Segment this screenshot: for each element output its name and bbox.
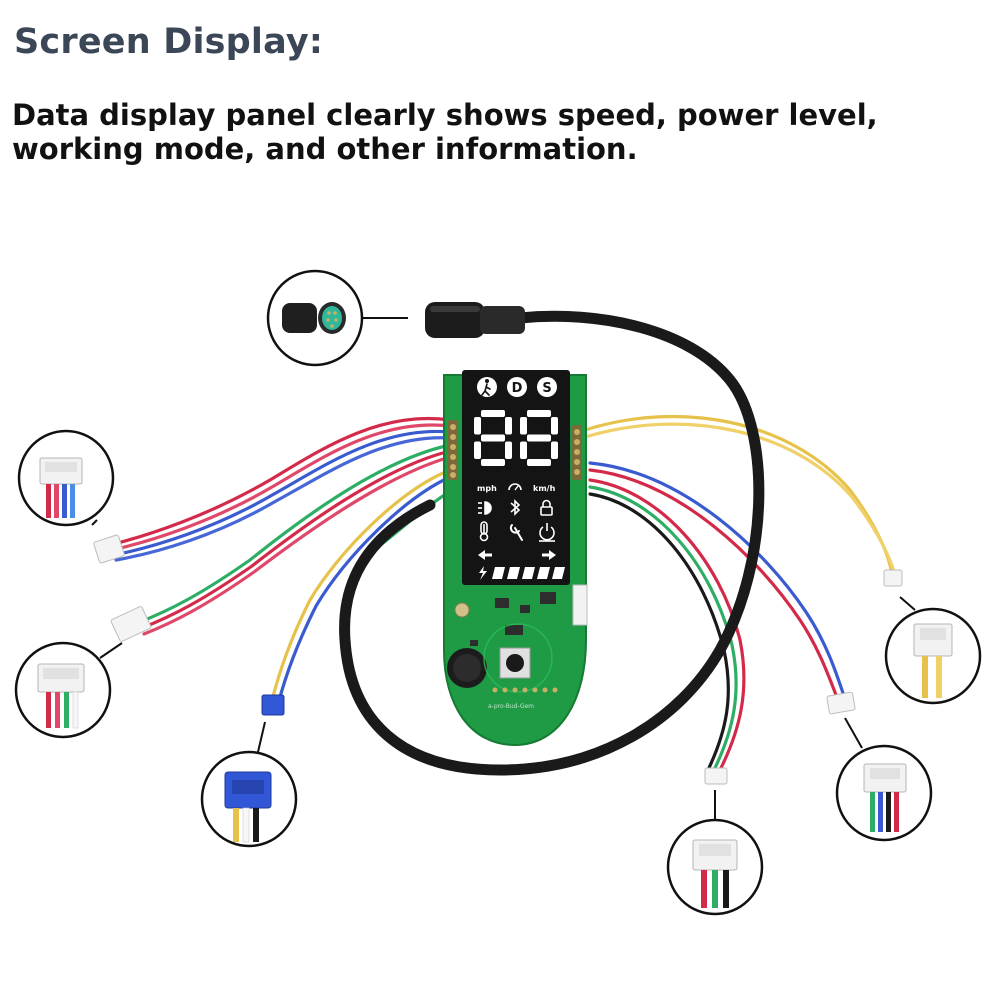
battery-level bbox=[492, 567, 565, 579]
battery-segment bbox=[537, 567, 550, 579]
speedometer-icon bbox=[508, 483, 522, 491]
digit-segment bbox=[481, 459, 505, 466]
digit-segment bbox=[474, 441, 481, 459]
digit-segment bbox=[520, 441, 527, 459]
headlight-icon bbox=[478, 501, 492, 515]
digit-segment bbox=[481, 410, 505, 417]
unit-kmh-label: km/h bbox=[533, 484, 556, 493]
mode-d-label: D bbox=[512, 381, 523, 396]
detail-circle-blue-connector bbox=[200, 750, 298, 848]
cable-connector bbox=[425, 302, 525, 338]
digit-segment bbox=[527, 410, 551, 417]
lcd-display: D S mph km/h bbox=[462, 370, 570, 585]
battery-segment bbox=[522, 567, 535, 579]
temperature-icon bbox=[479, 521, 489, 542]
mode-d-icon: D bbox=[507, 377, 527, 397]
lock-icon bbox=[540, 499, 553, 516]
connector-left-top bbox=[93, 534, 125, 564]
connector-right-mid bbox=[826, 691, 856, 715]
connector-left-mid bbox=[110, 606, 152, 642]
digit-segment bbox=[551, 417, 558, 435]
board-silkscreen: a-pro-Bud-Gem bbox=[488, 703, 534, 710]
detail-circle-3pin-red-green-black bbox=[666, 818, 764, 916]
digit-segment bbox=[527, 434, 551, 442]
digit-segment bbox=[481, 434, 505, 442]
main-cable bbox=[339, 310, 765, 776]
connector-left-low bbox=[261, 694, 285, 716]
bluetooth-icon bbox=[510, 499, 521, 516]
connector-right-top bbox=[883, 569, 903, 587]
detail-circle-cable-connector bbox=[266, 269, 364, 367]
connector-right-low bbox=[704, 767, 728, 785]
battery-segment bbox=[507, 567, 520, 579]
mode-s-label: S bbox=[542, 381, 551, 396]
detail-circle-4pin-multi bbox=[835, 744, 933, 842]
right-arrow-icon bbox=[542, 550, 556, 560]
digit-segment bbox=[505, 441, 512, 459]
detail-circle-4pin-red-blue bbox=[17, 429, 115, 527]
unit-mph-label: mph bbox=[477, 484, 497, 493]
callout-lines bbox=[91, 317, 916, 822]
detail-circle-4pin-red-green bbox=[14, 641, 112, 739]
digit-segment bbox=[520, 417, 527, 435]
battery-segment bbox=[552, 567, 565, 579]
page-description: Data display panel clearly shows speed, … bbox=[12, 98, 878, 166]
power-icon bbox=[539, 523, 555, 542]
battery-icon bbox=[479, 566, 565, 580]
mode-s-icon: S bbox=[537, 377, 557, 397]
page-heading: Screen Display: bbox=[14, 22, 324, 62]
battery-segment bbox=[492, 567, 505, 579]
wrench-icon bbox=[509, 524, 523, 541]
digit-segment bbox=[527, 459, 551, 466]
speed-digits bbox=[474, 410, 558, 466]
digit-segment bbox=[474, 417, 481, 435]
wire-bundle-left-top bbox=[108, 416, 452, 562]
wire-bundle-left-mid bbox=[138, 443, 452, 636]
detail-circle-2pin-yellow bbox=[884, 607, 982, 705]
digit-segment bbox=[551, 441, 558, 459]
left-arrow-icon bbox=[478, 550, 492, 560]
digit-segment bbox=[505, 417, 512, 435]
pedestrian-icon bbox=[477, 377, 497, 397]
